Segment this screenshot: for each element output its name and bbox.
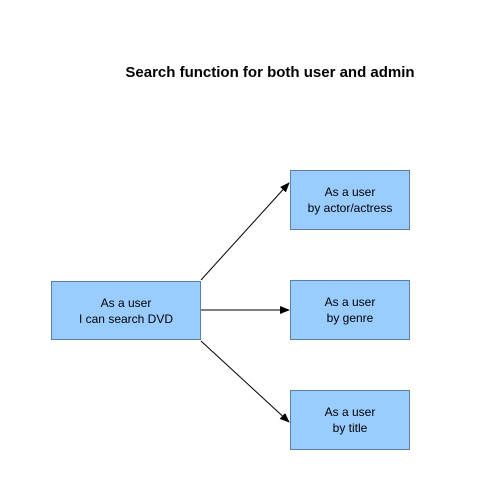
actor-node-line1: As a user — [324, 185, 376, 199]
edge-to-actor — [200, 182, 290, 281]
actor-search-node[interactable]: As a user by actor/actress — [290, 170, 410, 230]
actor-node-line2: by actor/actress — [307, 201, 393, 215]
title-search-node[interactable]: As a user by title — [290, 390, 410, 450]
source-node-line2: I can search DVD — [78, 311, 174, 326]
edge-to-title — [200, 340, 290, 423]
title-node-line2: by title — [332, 421, 368, 435]
genre-node-line2: by genre — [326, 311, 374, 325]
source-node-line1: As a user — [100, 295, 152, 310]
source-node[interactable]: As a user I can search DVD — [51, 281, 201, 340]
genre-search-node[interactable]: As a user by genre — [290, 280, 410, 340]
genre-node-line1: As a user — [324, 295, 376, 309]
title-node-line1: As a user — [324, 405, 376, 419]
diagram-title: Search function for both user and admin — [125, 64, 415, 81]
